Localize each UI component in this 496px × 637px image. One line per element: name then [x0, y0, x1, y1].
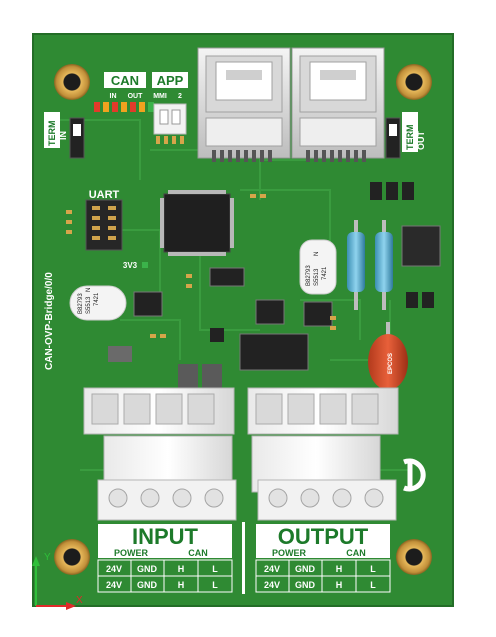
- axis-x-label: X: [76, 595, 83, 606]
- can-out-label: OUT: [128, 93, 144, 100]
- output-r0-c1: GND: [295, 564, 316, 574]
- svg-text:EPCOS: EPCOS: [388, 353, 394, 374]
- dip-switch[interactable]: [153, 103, 187, 144]
- can-label-box: [104, 72, 146, 88]
- choke-left: B82793 S5513 N 7421: [69, 285, 127, 321]
- output-header-can: CAN: [346, 548, 366, 558]
- app-label: APP: [157, 73, 184, 88]
- output-r0-c0: 24V: [264, 564, 280, 574]
- output-r1-c2: H: [336, 580, 343, 590]
- company-logo-icon: [403, 458, 426, 492]
- mounting-hole-br: [396, 539, 432, 575]
- smd-parts: [108, 182, 441, 388]
- output-r0-c3: L: [370, 564, 376, 574]
- input-header-can: CAN: [188, 548, 208, 558]
- input-r0-c1: GND: [137, 564, 158, 574]
- uart-label: UART: [89, 189, 120, 201]
- input-pin-table: INPUT POWER CAN 24V GND H L 24V GND H L: [97, 524, 233, 593]
- output-terminal-block: [247, 387, 399, 521]
- svg-text:N: N: [314, 252, 320, 256]
- choke-right: B82793 S5513 N 7421: [299, 239, 337, 295]
- input-r0-c3: L: [212, 564, 218, 574]
- input-r0-c0: 24V: [106, 564, 122, 574]
- input-r1-c2: H: [178, 580, 185, 590]
- input-header-power: POWER: [114, 548, 149, 558]
- svg-text:N: N: [86, 288, 92, 292]
- term-in-label-1: TERM: [47, 121, 57, 147]
- output-pin-table: OUTPUT POWER CAN 24V GND H L 24V GND H L: [255, 524, 391, 593]
- input-title: INPUT: [132, 524, 199, 549]
- uart-header: [85, 199, 123, 251]
- term-in-switch[interactable]: [69, 117, 85, 159]
- term-out-label-2: OUT: [416, 131, 426, 151]
- rj45-connector-right: [291, 47, 385, 162]
- input-r1-c3: L: [212, 580, 218, 590]
- output-r1-c1: GND: [295, 580, 316, 590]
- varistor: EPCOS: [368, 322, 408, 392]
- output-r1-c0: 24V: [264, 580, 280, 590]
- input-r1-c1: GND: [137, 580, 158, 590]
- v33-label: 3V3: [123, 261, 138, 270]
- svg-text:7421: 7421: [94, 292, 100, 306]
- can-in-label: IN: [110, 93, 117, 100]
- svg-text:S5513: S5513: [86, 296, 92, 314]
- output-r1-c3: L: [370, 580, 376, 590]
- mounting-hole-tr: [396, 64, 432, 100]
- svg-text:B82793: B82793: [78, 293, 84, 314]
- status-leds: [94, 102, 154, 112]
- output-r0-c2: H: [336, 564, 343, 574]
- rj45-connector-left: [197, 47, 291, 162]
- divider: [242, 522, 245, 594]
- resistor-2: [375, 220, 393, 310]
- microcontroller: [160, 190, 234, 256]
- can-label: CAN: [111, 73, 139, 88]
- axis-indicator: Y X: [32, 552, 83, 610]
- resistor-1: [347, 220, 365, 310]
- mounting-hole-bl: [54, 539, 90, 575]
- axis-y-label: Y: [44, 552, 51, 563]
- input-r1-c0: 24V: [106, 580, 122, 590]
- mounting-hole-tl: [54, 64, 90, 100]
- input-terminal-block: [83, 387, 237, 521]
- svg-text:B82793: B82793: [306, 265, 312, 286]
- app-mmi-label: MMI: [153, 93, 167, 100]
- board-name: CAN-OVP-Bridge/0/0: [44, 272, 55, 370]
- term-out-label-1: TERM: [405, 125, 415, 151]
- output-header-power: POWER: [272, 548, 307, 558]
- term-out-switch[interactable]: [385, 117, 401, 159]
- input-r0-c2: H: [178, 564, 185, 574]
- term-in-label-2: IN: [58, 131, 68, 140]
- svg-text:S5513: S5513: [314, 268, 320, 286]
- power-led: [142, 262, 148, 268]
- app-2-label: 2: [178, 93, 182, 100]
- output-title: OUTPUT: [278, 524, 369, 549]
- svg-text:7421: 7421: [322, 266, 328, 280]
